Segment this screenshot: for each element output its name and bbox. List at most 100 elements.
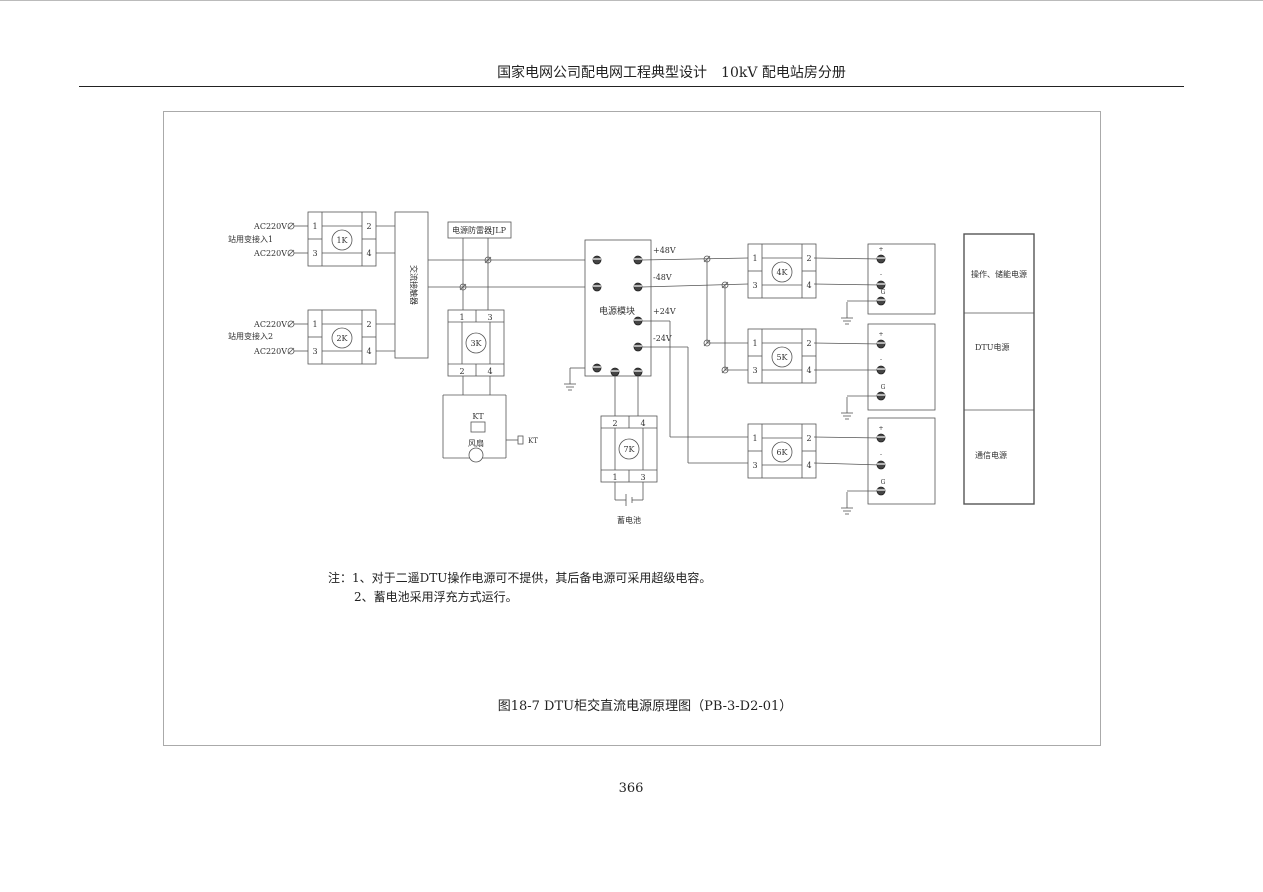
pin-label: 2 [459,367,464,376]
voltage-label: -48V [653,273,672,282]
wire [813,462,882,466]
switch-coil-icon [618,438,640,460]
note-1: 注：1、对于二遥DTU操作电源可不提供，其后备电源可采用超级电容。 [328,571,712,585]
pin-label: 1 [752,434,757,443]
terminal-block-icon [876,433,886,443]
wire [813,257,882,260]
switch-label: 2K [336,334,348,343]
pin-label: 1 [312,222,317,231]
load-label: DTU电源 [975,342,1010,352]
pin-label: 4 [366,347,371,356]
terminal-block-icon [876,365,886,375]
pin-label: 3 [312,249,317,258]
switch-label: 7K [623,445,635,454]
g-label: G [881,289,886,296]
terminal-block-icon [633,342,643,352]
kt-contact [517,435,524,445]
terminal-block-icon [592,363,602,373]
switch-label: 5K [776,353,788,362]
wire [813,436,882,439]
terminal-block-icon [610,367,620,377]
switch-coil-icon [331,327,353,349]
pin-label: 4 [487,367,492,376]
terminal-block-icon [633,282,643,292]
switch-coil-icon [771,441,793,463]
load-terminal-box [867,323,936,411]
switch-coil-icon [331,229,353,251]
terminal-block-icon [876,339,886,349]
plus-label: + [878,425,883,432]
load-terminal-box [867,417,936,505]
battery-label: 蓄电池 [617,515,641,525]
switch-label: 3K [470,339,482,348]
pin-label: 2 [366,222,371,231]
minus-label: - [880,356,882,363]
switch-coil-icon [771,346,793,368]
header-rule [79,86,1184,87]
terminal-block-icon [633,255,643,265]
pin-label: 1 [612,473,617,482]
g-label: G [881,384,886,391]
figure-frame [163,111,1101,746]
pin-label: 2 [806,339,811,348]
terminal-slash [287,249,295,257]
figure-caption: 图18-7 DTU柜交直流电源原理图（PB-3-D2-01） [497,699,793,714]
load-label: 操作、储能电源 [971,269,1027,279]
switch-coil-icon [465,332,487,354]
source-label: 站用变接入1 [228,234,273,244]
pin-label: 2 [366,320,371,329]
pin-label: 2 [612,419,617,428]
terminal-block-icon [633,316,643,326]
pin-label: 2 [806,254,811,263]
kt-relay [470,421,486,433]
ac-input-label: AC220V [253,249,287,258]
power-module-label: 电源模块 [599,305,635,317]
pin-label: 3 [312,347,317,356]
note-2: 2、蓄电池采用浮充方式运行。 [354,590,518,604]
kt-label: KT [472,412,484,421]
pin-label: 4 [806,461,811,470]
wire [641,283,749,288]
fan-icon [468,447,484,463]
terminal-slash [287,320,295,328]
jlp-label: 电源防雷器JLP [452,225,507,235]
pin-label: 1 [752,254,757,263]
voltage-label: -24V [653,334,672,343]
terminal-block-icon [876,460,886,470]
wire [641,257,749,261]
terminal-block-icon [633,367,643,377]
wire [813,342,882,345]
terminal-slash [459,283,467,291]
g-label: G [881,479,886,486]
load-label: 通信电源 [975,450,1007,460]
pin-label: 3 [640,473,645,482]
pin-label: 3 [752,281,757,290]
terminal-block-icon [592,255,602,265]
plus-label: + [878,331,883,338]
ac-input-label: AC220V [253,320,287,329]
terminal-icon [459,283,467,291]
pin-label: 2 [806,434,811,443]
wire [813,283,882,286]
pin-label: 4 [640,419,645,428]
pin-label: 1 [459,313,464,322]
contactor-label: 交流接触器 [409,265,419,305]
terminal-slash [484,256,492,264]
pin-label: 4 [806,281,811,290]
pin-label: 3 [752,366,757,375]
page-number: 366 [618,781,644,796]
surge-protector-jlp [447,221,512,239]
kt-contact-label: KT [528,437,538,445]
ac-input-label: AC220V [253,347,287,356]
terminal-block-icon [876,486,886,496]
terminal-slash [287,222,295,230]
switch-coil-icon [771,261,793,283]
source-label: 站用变接入2 [228,331,273,341]
pin-label: 1 [752,339,757,348]
load-panel [963,233,1035,505]
minus-label: - [880,271,882,278]
terminal-block-icon [592,282,602,292]
fan-label: 风扇 [468,438,484,448]
terminal-block-icon [876,254,886,264]
